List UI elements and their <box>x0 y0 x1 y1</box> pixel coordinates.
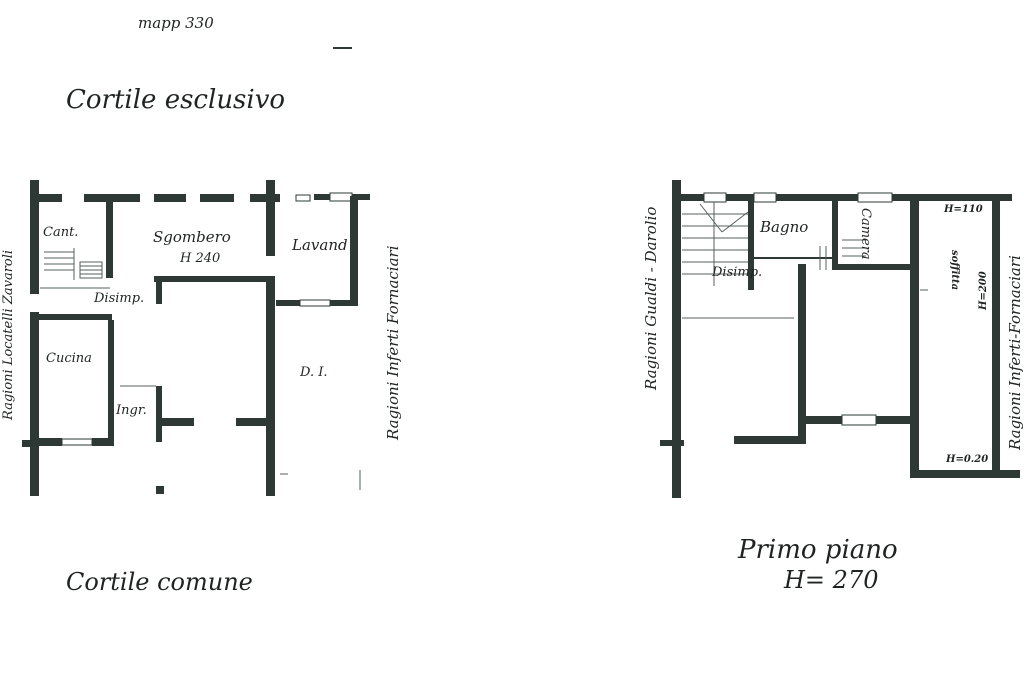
wall-top-5 <box>250 194 280 202</box>
wall-first-bottom-1 <box>734 436 806 444</box>
room-bagno-label: Bagno <box>759 218 808 236</box>
ground-top-courtyard-label: Cortile esclusivo <box>66 85 285 115</box>
room-cucina-label: Cucina <box>46 351 92 366</box>
first-floor-title: Primo piano <box>737 535 898 565</box>
wall-left-stub <box>22 440 34 447</box>
height-top-label: H=110 <box>943 204 983 215</box>
wall-first-left <box>672 180 681 498</box>
wall-first-top <box>672 194 1012 201</box>
wall-cucina-top <box>38 314 112 320</box>
window-cucina <box>61 438 93 446</box>
wall-center-upper <box>266 180 275 256</box>
wall-soffitta-bottom <box>910 470 1020 478</box>
height-bottom-label: H=0.20 <box>945 454 988 465</box>
wall-center-lower <box>266 276 275 496</box>
height-middle-label: H=200 <box>978 271 989 311</box>
wall-left-upper <box>30 180 39 294</box>
wall-cucina-right <box>108 320 114 440</box>
window-lavand <box>299 299 331 307</box>
first-left-neighbor-label: Ragioni Gualdi - Darolio <box>642 207 660 391</box>
wall-bottom-2 <box>92 438 114 446</box>
wall-top-3 <box>154 194 186 202</box>
wall-bagno-right <box>832 200 838 268</box>
window-top-2 <box>329 192 353 202</box>
first-floor-plan: Primo piano H= 270 Ragioni Gualdi - Daro… <box>642 180 1024 594</box>
wall-soffitta-right <box>992 196 1000 478</box>
ground-bottom-courtyard-label: Cortile comune <box>66 568 253 596</box>
wall-top-4 <box>200 194 234 202</box>
room-cantina-label: Cant. <box>43 225 78 240</box>
room-soffitta-label: soffitta <box>949 250 960 290</box>
wall-ingr-bottom <box>156 418 194 426</box>
wall-bottom-1 <box>38 438 62 446</box>
room-disimpegno-label: Disimp. <box>93 291 144 306</box>
wall-ingr-right <box>156 386 162 442</box>
wall-disimp-right <box>798 264 806 444</box>
window-first-3 <box>857 192 893 203</box>
wall-camera-bottom <box>832 264 916 270</box>
map-reference: mapp 330 <box>138 14 214 32</box>
wall-soffitta-left <box>910 196 919 478</box>
ground-floor-plan: Cortile esclusivo Cortile comune Ragioni… <box>1 85 402 596</box>
camera-fixtures <box>842 239 866 257</box>
wall-disimp-top <box>154 276 270 282</box>
ground-right-neighbor-label: Ragioni Inferti Fornaciari <box>384 245 402 441</box>
wall-cantina <box>106 196 113 278</box>
window-first-bottom <box>841 414 877 426</box>
room-disimpegno-first-label: Disimp. <box>711 265 762 280</box>
wall-bagno-left <box>748 200 754 290</box>
first-right-neighbor-label: Ragioni Inferti-Fornaciari <box>1006 255 1024 451</box>
wall-lavand-right <box>350 196 358 300</box>
room-sgombero-label: Sgombero <box>153 228 231 246</box>
first-stairs <box>682 202 749 286</box>
bagno-fixtures <box>819 246 827 270</box>
wall-first-left-stub <box>660 440 684 446</box>
room-ingresso-label: Ingr. <box>115 403 147 418</box>
wall-disimp-post <box>156 282 162 304</box>
ground-left-neighbor-label: Ragioni Locatelli Zavaroli <box>1 250 16 421</box>
cantina-stairs <box>44 248 103 280</box>
room-sgombero-height: H 240 <box>179 251 220 266</box>
wall-top-1 <box>30 194 62 202</box>
window-first-2 <box>753 192 777 203</box>
wall-d1-bottom <box>236 418 268 426</box>
room-lavanderia-label: Lavand <box>291 236 348 254</box>
wall-left-lower <box>30 312 39 496</box>
wall-stub <box>156 486 164 494</box>
room-other-property-label: D. I. <box>299 365 328 380</box>
first-floor-height: H= 270 <box>783 566 878 594</box>
room-camera-label: Camera <box>858 208 873 260</box>
window-first-1 <box>703 192 727 203</box>
window-top-1 <box>295 194 311 202</box>
